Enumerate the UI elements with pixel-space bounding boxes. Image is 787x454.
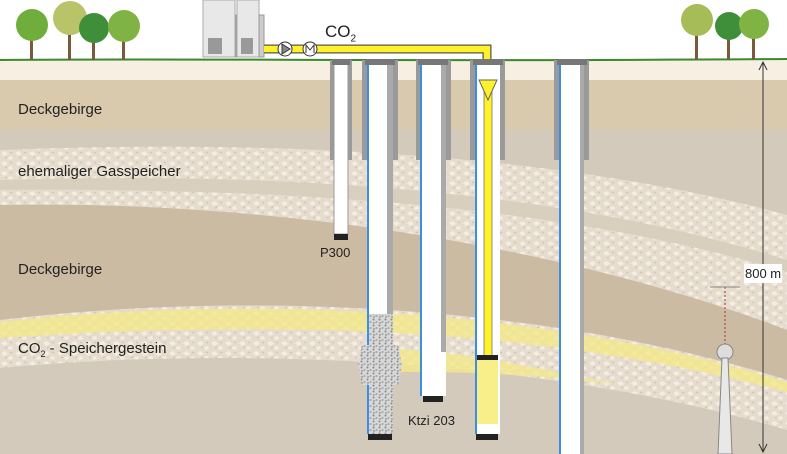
co2-pipe-label: CO2 xyxy=(325,22,357,45)
well-p300 xyxy=(330,59,352,240)
well-observation-1 xyxy=(358,59,402,440)
gas-storage-layer xyxy=(0,146,787,330)
co2-pipeline xyxy=(264,45,491,60)
ground-surface xyxy=(0,58,787,62)
layer-label-gasspeicher: ehemaliger Gasspeicher xyxy=(18,163,181,180)
trees-left xyxy=(16,1,140,60)
compressor-icon xyxy=(302,41,318,57)
layer-label-deckgebirge-top: Deckgebirge xyxy=(18,101,103,118)
layer-label-deckgebirge-middle: Deckgebirge xyxy=(18,261,103,278)
depth-label: 800 m xyxy=(744,264,783,283)
co2-tanks xyxy=(202,0,265,58)
depth-scale xyxy=(758,60,768,454)
middle-caprock-layer xyxy=(0,204,787,380)
co2-plume xyxy=(0,308,787,392)
pump-icon xyxy=(277,41,293,57)
tv-tower-scale-icon xyxy=(710,286,740,454)
layer-label-speichergestein: CO2 - Speichergestein xyxy=(18,340,167,359)
trees-right xyxy=(681,4,769,60)
well-observation-2 xyxy=(416,59,451,402)
well-label-ktzi-203: Ktzi 203 xyxy=(408,413,455,428)
well-observation-3 xyxy=(554,59,589,454)
well-ktzi-203-injection xyxy=(470,59,505,440)
gas-storage-streak xyxy=(0,177,787,272)
well-label-p300: P300 xyxy=(320,245,351,260)
